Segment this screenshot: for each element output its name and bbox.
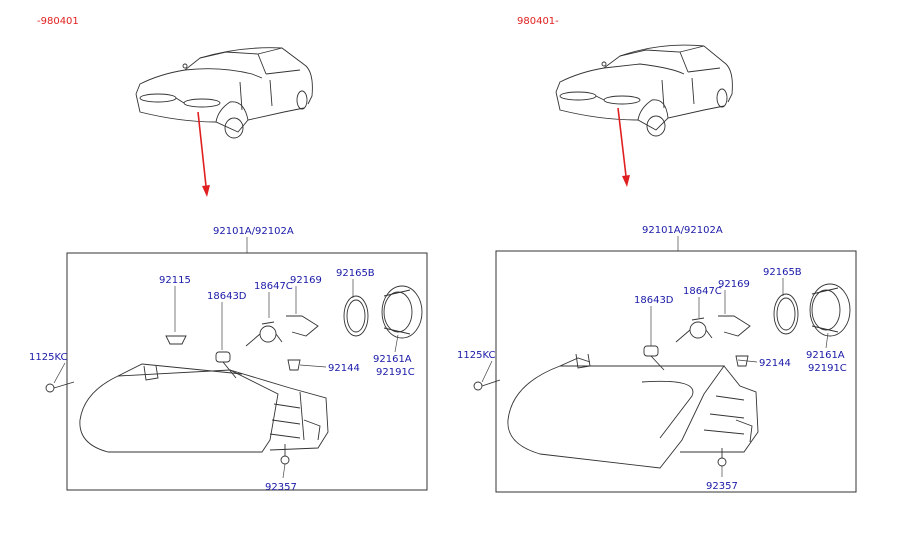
panel-left: -980401 92101A/92102A 92115 18643D — [29, 16, 428, 493]
part-18647c-right: 18647C — [683, 286, 722, 297]
car-illustration-right — [555, 44, 733, 137]
nut-92144-left — [287, 359, 301, 371]
pointer-arrowhead-left — [202, 185, 210, 197]
panel-right: 980401- 92101A/92102A 18643D 18647C — [457, 16, 857, 493]
bulb-18643d-right — [643, 345, 665, 371]
part-92144-right: 92144 — [759, 358, 791, 369]
part-92191c-right: 92191C — [808, 363, 847, 374]
screw-92357-left — [280, 444, 290, 465]
bulb-18647c-right — [675, 317, 713, 343]
part-18643d-left: 18643D — [207, 291, 247, 302]
assembly-frame-left — [66, 252, 428, 491]
spring-clip-92169-right — [718, 315, 751, 337]
pointer-arrow-left — [197, 111, 207, 187]
part-92169-left: 92169 — [290, 275, 322, 286]
part-18643d-right: 18643D — [634, 295, 674, 306]
headlamp-housing-right — [507, 353, 759, 469]
part-92115: 92115 — [159, 275, 191, 286]
bulb-18643d-left — [215, 351, 237, 379]
part-92169-right: 92169 — [718, 279, 750, 290]
part-92191c-left: 92191C — [376, 367, 415, 378]
part-92357-right: 92357 — [706, 481, 738, 492]
clip-92115 — [165, 335, 187, 345]
date-label-left: -980401 — [37, 16, 79, 27]
pointer-arrow-right — [617, 107, 627, 177]
part-92161a-right: 92161A — [806, 350, 845, 361]
assembly-frame-right — [495, 250, 857, 493]
gasket-92165b-right — [773, 293, 799, 335]
gasket-92165b-left — [343, 295, 369, 337]
cap-92161a-left — [381, 285, 423, 339]
spring-clip-92169-left — [286, 315, 319, 337]
part-92161a-left: 92161A — [373, 354, 412, 365]
part-92165b-right: 92165B — [763, 267, 802, 278]
headlamp-housing-left — [79, 363, 329, 453]
screw-1125kc-left — [45, 381, 75, 393]
part-92357-left: 92357 — [265, 482, 297, 493]
part-1125kc-left: 1125KC — [29, 352, 67, 363]
part-92165b-left: 92165B — [336, 268, 375, 279]
assembly-label-left: 92101A/92102A — [213, 226, 294, 237]
pointer-arrowhead-right — [622, 175, 630, 187]
date-label-right: 980401- — [517, 16, 559, 27]
part-1125kc-right: 1125KC — [457, 350, 495, 361]
part-92144-left: 92144 — [328, 363, 360, 374]
assembly-label-right: 92101A/92102A — [642, 225, 723, 236]
part-18647c-left: 18647C — [254, 281, 293, 292]
nut-92144-right — [735, 355, 749, 367]
bulb-18647c-left — [245, 321, 283, 347]
screw-1125kc-right — [473, 379, 501, 391]
cap-92161a-right — [809, 283, 851, 337]
screw-92357-right — [717, 448, 727, 467]
car-illustration-left — [135, 47, 313, 139]
